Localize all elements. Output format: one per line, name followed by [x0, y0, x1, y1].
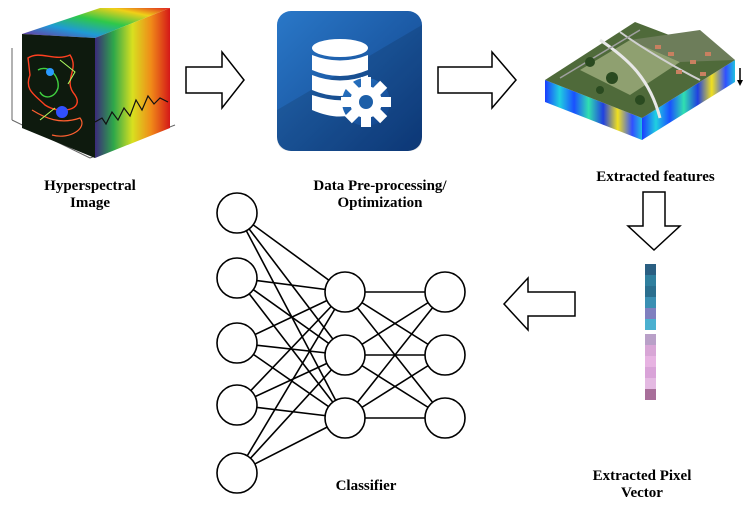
classifier-label: Classifier [335, 478, 397, 494]
network-connection [236, 212, 346, 356]
pixel-cell [645, 308, 656, 319]
network-node [324, 271, 366, 313]
pixel-cell [645, 319, 656, 330]
network-node [216, 452, 258, 494]
network-node [216, 384, 258, 426]
database-gear-icon [277, 11, 422, 151]
network-node [216, 322, 258, 364]
hyperspectral-label: Hyperspectral Image [44, 178, 136, 211]
pixel-cell [645, 264, 656, 275]
pixel-vector [645, 264, 656, 400]
arrow-left-icon [502, 276, 576, 332]
pixel-cell [645, 367, 656, 378]
network-connection [236, 291, 346, 474]
network-node [424, 334, 466, 376]
arrow-right-icon [437, 49, 517, 111]
pixel-cell [645, 389, 656, 400]
pixel-cell [645, 286, 656, 297]
pixel-cell [645, 378, 656, 389]
pixel-cell [645, 345, 656, 356]
terrain-cube-icon [545, 22, 743, 140]
pixel-cell [645, 275, 656, 286]
network-node [424, 271, 466, 313]
pixel-cell [645, 356, 656, 367]
network-node [324, 334, 366, 376]
network-connection [236, 212, 346, 293]
pixel-cell [645, 334, 656, 345]
network-node [216, 192, 258, 234]
network-node [424, 397, 466, 439]
network-connection [236, 291, 346, 406]
network-connection [236, 354, 346, 474]
pixel-cell [645, 297, 656, 308]
arrow-down-icon [626, 191, 682, 252]
network-connection [344, 291, 446, 419]
network-node [324, 397, 366, 439]
network-node [216, 257, 258, 299]
network-connection [236, 277, 346, 356]
neural-network [216, 192, 466, 494]
preprocess-label: Data Pre-processing/ Optimization [313, 178, 447, 211]
hyperspectral-cube-icon [11, 8, 176, 159]
extracted-pixel-vector-label: Extracted Pixel Vector [592, 468, 692, 501]
extracted-features-label: Extracted features [596, 169, 715, 185]
arrow-right-icon [185, 49, 245, 111]
network-connection [236, 212, 346, 419]
